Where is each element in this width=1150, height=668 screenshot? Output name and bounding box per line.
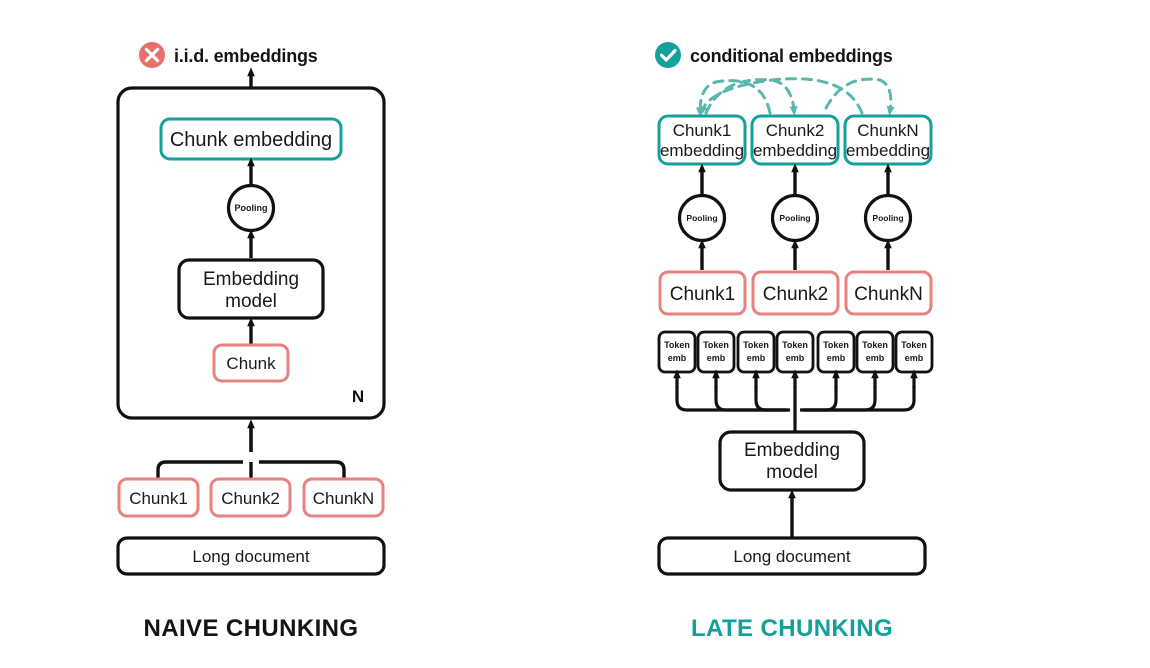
long-document-label-left: Long document [192,547,309,566]
error-circle-icon [139,42,165,68]
token-embeddings-row: Token emb Token emb Token emb Token emb … [657,330,934,374]
long-document-box-left [116,536,386,576]
check-circle-icon [655,42,681,68]
pooling-label: Pooling [235,203,268,213]
chunk2-label: Chunk2 [221,489,280,508]
chunk-box [212,343,290,383]
left-caption: NAIVE CHUNKING [144,615,359,642]
embedding-model-label-line1: Embedding [203,269,299,290]
pooling-label-N: Pooling [872,213,903,223]
embedding-model-label-right-line1: Embedding [744,440,840,461]
right-header-label: conditional embeddings [690,46,893,66]
chunk1-label-right: Chunk1 [670,284,736,305]
token-emb-box-7: Token emb [894,330,934,374]
chunkN-box-right [844,270,933,316]
token-emb-label-6a: Token [862,340,888,350]
dashed-arc-1-to-2 [704,78,798,116]
pooling-label-1: Pooling [686,213,717,223]
chunkN-embedding-label-line1: ChunkN [857,121,918,140]
fanout-connector-7 [800,386,916,412]
left-header-label: i.i.d. embeddings [174,46,318,66]
token-emb-label-5b: emb [827,353,846,363]
token-emb-label-4a: Token [782,340,808,350]
token-emb-label-1a: Token [664,340,690,350]
connector-chunk1 [156,460,243,478]
token-emb-box-3: Token emb [736,330,776,374]
fanout-connector-5 [804,386,838,412]
chunk-label: Chunk [226,354,276,373]
token-emb-box-6: Token emb [855,330,895,374]
chunk2-box [209,477,292,518]
right-caption: LATE CHUNKING [691,615,893,642]
chunk1-label: Chunk1 [129,489,188,508]
long-document-label-right: Long document [733,547,850,566]
embedding-model-label-right-line2: model [766,462,818,483]
dashed-arc-2-to-1 [696,79,772,117]
token-emb-box-1: Token emb [657,330,697,374]
chunkN-embedding-label-line2: embedding [846,141,930,160]
chunk-embedding-label: Chunk embedding [170,129,332,151]
token-emb-label-4b: emb [786,353,805,363]
chunk2-label-right: Chunk2 [763,284,829,305]
token-emb-label-3a: Token [743,340,769,350]
chunkN-label-right: ChunkN [854,284,923,305]
token-emb-label-3b: emb [747,353,766,363]
embedding-model-label-line2: model [225,291,277,312]
fanout-connector-1 [675,386,786,412]
pooling-label-2: Pooling [779,213,810,223]
chunk2-box-right [751,270,840,316]
chunk1-embedding-label-line1: Chunk1 [673,121,732,140]
long-document-box-right [657,536,927,576]
fanout-connector-3 [754,386,790,412]
chunk2-embedding-label-line1: Chunk2 [766,121,825,140]
chunkN-box [302,477,385,518]
token-emb-label-7a: Token [901,340,927,350]
chunkN-label: ChunkN [313,489,374,508]
dashed-arc-2-to-N [824,77,895,116]
connector-chunkN [259,460,346,478]
chunk2-embedding-label-line2: embedding [753,141,837,160]
chunk1-box-right [658,270,747,316]
chunk1-box [117,477,200,518]
token-emb-label-2b: emb [707,353,726,363]
token-emb-label-2a: Token [703,340,729,350]
chunk1-embedding-label-line2: embedding [660,141,744,160]
fanout-connector-6 [802,386,877,412]
token-emb-label-7b: emb [905,353,924,363]
token-emb-label-5a: Token [823,340,849,350]
fanout-connector-2 [714,386,788,412]
token-emb-box-2: Token emb [696,330,736,374]
token-emb-box-5: Token emb [816,330,856,374]
repeat-count-label: N [352,387,364,406]
token-emb-label-6b: emb [866,353,885,363]
token-emb-label-1b: emb [668,353,687,363]
token-emb-box-4: Token emb [775,330,815,374]
